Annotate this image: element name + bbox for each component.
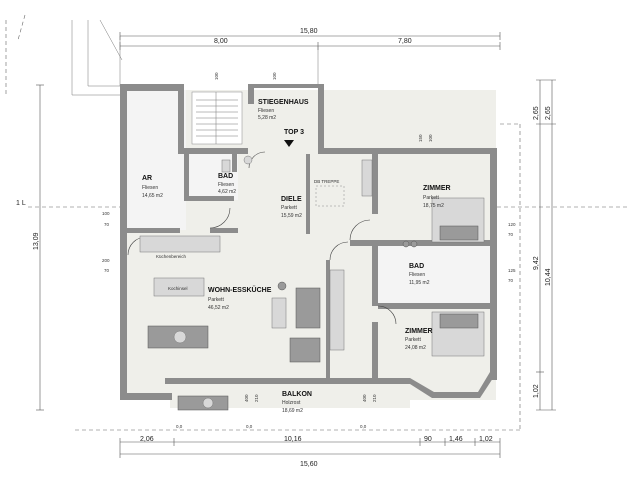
dim-top-right: 7,80 bbox=[398, 38, 412, 45]
dim-bottom-seg-3: 90 bbox=[424, 436, 432, 443]
room-name-stiegenhaus: STIEGENHAUS bbox=[258, 99, 309, 106]
room-name-wohn-esskueche: WOHN-ESSKÜCHE bbox=[208, 285, 272, 294]
window-mark-balcony: 210 bbox=[254, 394, 259, 402]
dim-bottom-seg-4: 1,46 bbox=[449, 436, 463, 443]
window-mark-balcony: 210 bbox=[372, 394, 377, 402]
window-mark: 100 bbox=[102, 211, 110, 216]
window-mark: 150 bbox=[418, 134, 423, 142]
dim-right-top-b: 2,65 bbox=[545, 106, 552, 120]
dimension-texts: 15,80 8,00 7,80 15,60 2,06 10,16 90 1,46… bbox=[33, 28, 552, 468]
cooktop-label: Kochinsel bbox=[168, 286, 188, 291]
zero-mark: 0,0 bbox=[360, 424, 367, 429]
room-name-zimmer-1: ZIMMER bbox=[423, 185, 451, 192]
room-name-zimmer-2: ZIMMER bbox=[405, 328, 433, 335]
window-mark-balcony: 400 bbox=[244, 394, 249, 402]
room-floor-diele: Parkett bbox=[281, 205, 297, 211]
dim-top-left: 8,00 bbox=[214, 38, 228, 45]
staircase bbox=[191, 91, 243, 145]
window-mark: 100 bbox=[272, 72, 277, 80]
unit-label: TOP 3 bbox=[284, 129, 304, 136]
stair-label: DB TREPPE bbox=[314, 179, 339, 184]
dim-right-top-a: 2,65 bbox=[533, 106, 540, 120]
window-mark: 120 bbox=[508, 222, 516, 227]
dim-bottom-total: 15,60 bbox=[300, 461, 318, 468]
window-mark: 70 bbox=[508, 278, 514, 283]
room-area-balkon: 18,69 m2 bbox=[282, 408, 303, 414]
stair-opening bbox=[315, 185, 345, 207]
room-floor-wohn-esskueche: Parkett bbox=[208, 297, 224, 303]
room-floor-bad-large: Fliesen bbox=[409, 272, 425, 278]
room-name-ar: AR bbox=[142, 175, 152, 182]
dim-bottom-seg-1: 2,06 bbox=[140, 436, 154, 443]
room-name-diele: DIELE bbox=[281, 196, 302, 203]
zero-mark: 0,0 bbox=[176, 424, 183, 429]
room-floor-bad-small: Fliesen bbox=[218, 182, 234, 188]
room-floor-zimmer-1: Parkett bbox=[423, 195, 439, 201]
room-area-bad-large: 11,95 m2 bbox=[409, 280, 430, 286]
dim-right-bottom: 1,02 bbox=[533, 384, 540, 398]
dim-bottom-seg-2: 10,16 bbox=[284, 436, 302, 443]
dim-right-outer: 10,44 bbox=[545, 268, 552, 286]
misc-labels: TOP 3 DB TREPPE Küchenbereich Kochinsel … bbox=[16, 129, 345, 291]
window-mark: 70 bbox=[104, 268, 110, 273]
room-area-zimmer-1: 18,75 m2 bbox=[423, 203, 444, 209]
room-labels: STIEGENHAUS Fliesen 5,28 m2 AR Fliesen 1… bbox=[142, 99, 451, 414]
kitchen-area-label: Küchenbereich bbox=[156, 254, 187, 259]
window-mark: 70 bbox=[508, 232, 514, 237]
room-floor-stiegenhaus: Fliesen bbox=[258, 108, 274, 114]
dim-bottom-seg-5: 1,02 bbox=[479, 436, 493, 443]
window-mark: 100 bbox=[214, 72, 219, 80]
room-name-balkon: BALKON bbox=[282, 391, 312, 398]
room-name-bad-small: BAD bbox=[218, 173, 233, 180]
furniture bbox=[139, 155, 485, 411]
zero-mark: 0,0 bbox=[246, 424, 253, 429]
room-floor-balkon: Holzrost bbox=[282, 400, 301, 406]
window-mark-balcony: 400 bbox=[362, 394, 367, 402]
room-area-ar: 14,65 m2 bbox=[142, 193, 163, 199]
room-area-zimmer-2: 24,08 m2 bbox=[405, 345, 426, 351]
window-mark: 100 bbox=[428, 134, 433, 142]
room-area-wohn-esskueche: 46,52 m2 bbox=[208, 305, 229, 311]
window-mark: 70 bbox=[104, 222, 110, 227]
room-area-diele: 15,59 m2 bbox=[281, 213, 302, 219]
room-floor-zimmer-2: Parkett bbox=[405, 337, 421, 343]
room-area-stiegenhaus: 5,28 m2 bbox=[258, 115, 276, 121]
level-mark: 1 L bbox=[16, 200, 26, 207]
dim-right-inner: 9,42 bbox=[533, 256, 540, 270]
entry-arrow-icon bbox=[284, 140, 294, 147]
room-floor-ar: Fliesen bbox=[142, 185, 158, 191]
room-name-bad-large: BAD bbox=[409, 263, 424, 270]
window-mark: 125 bbox=[508, 268, 516, 273]
dim-left-height: 13,09 bbox=[33, 232, 40, 250]
room-area-bad-small: 4,62 m2 bbox=[218, 189, 236, 195]
dim-top-total: 15,80 bbox=[300, 28, 318, 35]
window-mark: 200 bbox=[102, 258, 110, 263]
walls bbox=[120, 84, 497, 400]
